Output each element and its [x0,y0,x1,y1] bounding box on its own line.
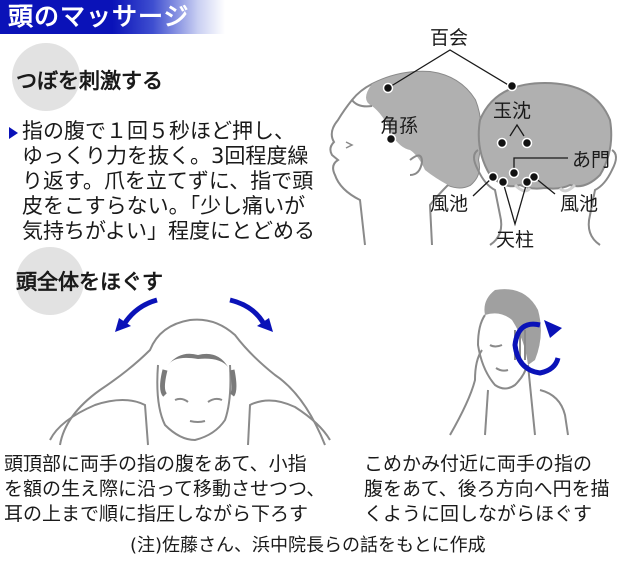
caption-line: を額の生え際に沿って移動させつつ、 [4,478,326,500]
arrow-right-curve [229,297,268,328]
section1-body: 指の腹で１回５秒ほど押し、 ゆっくり力を抜く。3回程度繰 り返す。爪を立てずに、… [22,119,315,244]
label-kakuson: 角孫 [380,115,418,137]
dot-hyakue-side [382,82,394,94]
label-amon: あ門 [572,149,610,171]
caption-line: 耳の上まで順に指圧しながら下ろす [4,503,309,525]
body-line: り返す。爪を立てずに、指で頭 [22,169,314,193]
arrow-right-head [257,318,273,332]
dot-fuuchi-right [528,171,540,183]
section2-heading: 頭全体をほぐす [16,270,163,294]
dot-tenchuu-right [521,176,533,188]
temple-massage-illustration [449,289,569,436]
circular-arrow [512,321,561,376]
label-fuuchi-right: 風池 [560,193,598,215]
section1-heading: つぼを刺激する [16,69,163,93]
dot-fuuchi-left [487,171,499,183]
heading-circle-decoration [12,43,80,111]
back-head-illustration [473,81,617,246]
rotate-outward-arrows [115,297,273,332]
label-tenchuu: 天柱 [496,229,534,251]
arrow-left-curve [120,297,158,328]
label-gyokuchin: 玉沈 [493,100,531,122]
caption-line: 腹をあて、後ろ方向へ円を描 [364,478,610,500]
side-head-illustration [329,70,482,246]
source-note: (注)佐藤さん、浜中院長らの話をもとに作成 [130,535,486,556]
heading-circle-decoration [16,247,84,315]
left-caption: 頭頂部に両手の指の腹をあて、小指 を額の生え際に沿って移動させつつ、 耳の上まで… [4,452,325,527]
body-line: 皮をこすらない。「少し痛いが [22,194,306,218]
caption-line: 頭頂部に両手の指の腹をあて、小指 [4,453,307,475]
circular-arrow-head [544,320,562,338]
dot-amon [508,167,520,179]
head-top-massage-illustration [49,318,331,446]
title-bar: 頭のマッサージ [0,0,225,34]
dot-gyokuchin-left [496,137,508,149]
right-caption: こめかみ付近に両手の指の 腹をあて、後ろ方向へ円を描 くように回しながらほぐす [364,452,610,527]
arrow-left-head [115,318,131,332]
label-fuuchi-left: 風池 [430,193,468,215]
dot-gyokuchin-right [521,137,533,149]
pressure-points-diagram: 百会 角孫 玉沈 あ門 風池 風池 天柱 [329,27,617,251]
page-title: 頭のマッサージ [8,2,190,31]
body-line: 気持ちがよい」程度にとどめる [22,219,315,243]
dot-kakuson [385,133,397,145]
body-line: 指の腹で１回５秒ほど押し、 [22,119,295,143]
pressure-point-dots [382,80,540,188]
caption-line: くように回しながらほぐす [364,503,593,525]
body-line: ゆっくり力を抜く。3回程度繰 [22,144,309,168]
dot-hyakue-back [506,80,518,92]
triangle-right-icon [9,127,18,139]
caption-line: こめかみ付近に両手の指の [364,453,593,475]
dot-tenchuu-left [497,176,509,188]
label-hyakue: 百会 [430,27,468,49]
